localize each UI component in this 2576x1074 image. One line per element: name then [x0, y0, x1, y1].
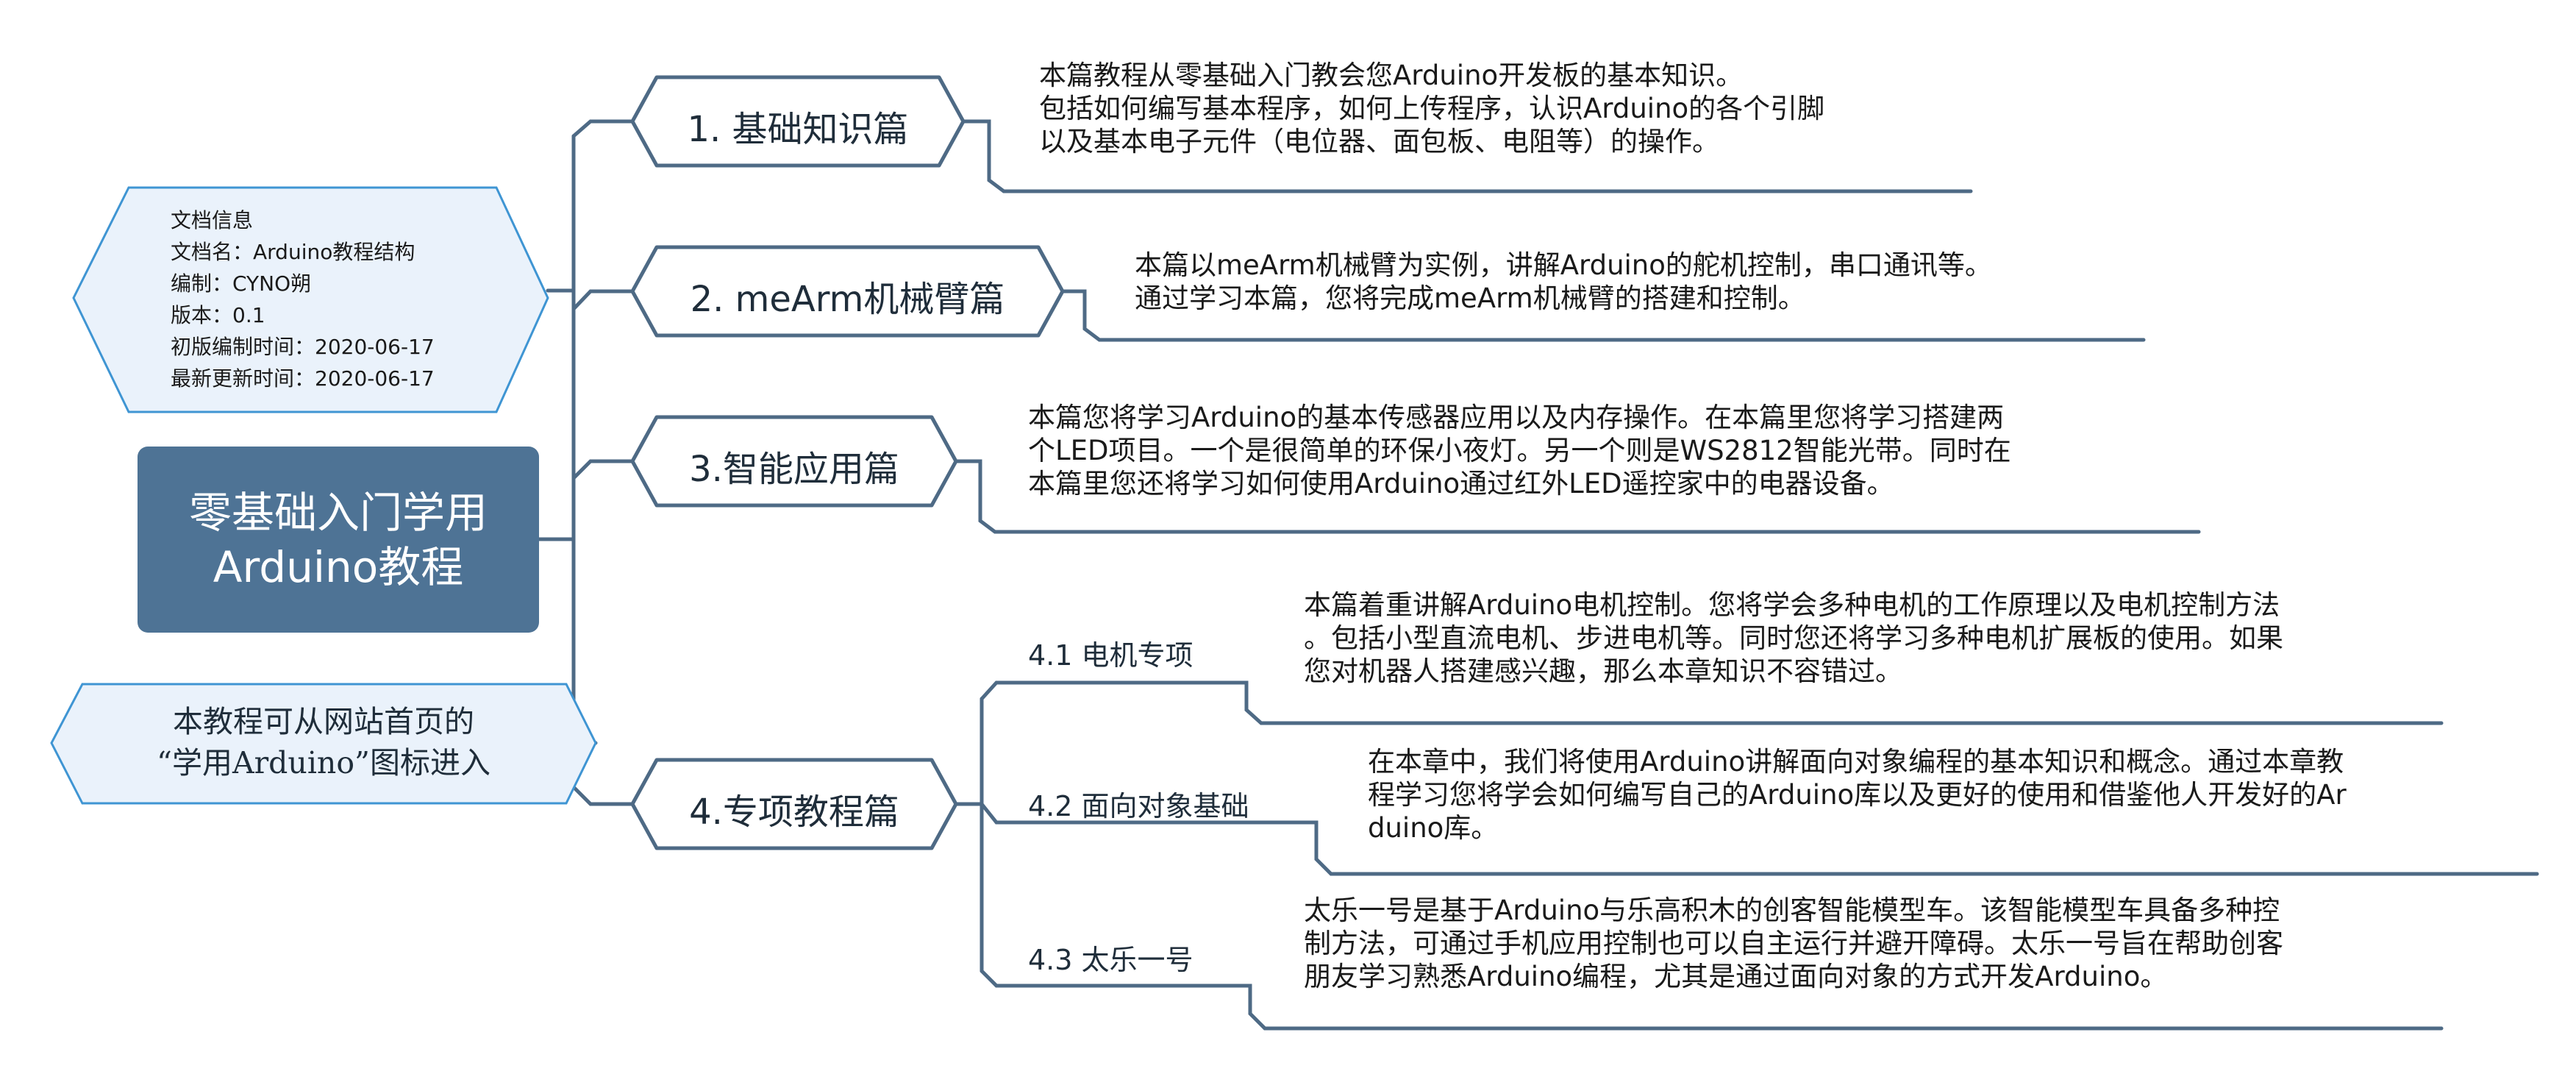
sub-3-desc-line-3: 朋友学习熟悉Arduino编程，尤其是通过面向对象的方式开发Arduino。	[1304, 961, 2168, 992]
note-box-shape	[50, 683, 597, 805]
root-title-line-1: 零基础入门学用	[188, 487, 488, 538]
info-box-shape	[72, 186, 549, 413]
sub-2-line	[980, 802, 2539, 876]
sub-2-desc-line-1: 在本章中，我们将使用Arduino讲解面向对象编程的基本知识和概念。通过本章教	[1368, 746, 2344, 778]
info-heading: 文档信息	[171, 208, 254, 232]
branch-4-label: 4.专项教程篇	[689, 792, 899, 833]
note-line-2: “学用Arduino”图标进入	[157, 745, 490, 780]
sub-1-description: 本篇着重讲解Arduino电机控制。您将学会多种电机的工作原理以及电机控制方法 …	[1304, 588, 2283, 688]
sub-1-desc-line-1: 本篇着重讲解Arduino电机控制。您将学会多种电机的工作原理以及电机控制方法	[1304, 589, 2280, 621]
branch-1-desc-line	[961, 119, 1973, 193]
root-title-line-2: Arduino教程	[213, 541, 464, 592]
branch-1-connector	[571, 119, 635, 138]
branch-3-label: 3.智能应用篇	[689, 449, 899, 490]
branch-2-connector	[571, 289, 635, 311]
branch-2-desc-line-2: 通过学习本篇，您将完成meArm机械臂的搭建和控制。	[1135, 282, 1805, 314]
branch-3-shape	[630, 415, 958, 508]
branch-2-label: 2. meArm机械臂篇	[690, 279, 1005, 320]
branch-2-description: 本篇以meArm机械臂为实例，讲解Arduino的舵机控制，串口通讯等。 通过学…	[1135, 249, 1992, 315]
info-author: 编制：CYNO朔	[171, 271, 312, 296]
branch-2-shape	[630, 245, 1065, 338]
sub-2-desc-line-2: 程学习您将学会如何编写自己的Arduino库以及更好的使用和借鉴他人开发好的Ar	[1368, 779, 2347, 811]
note-text: 本教程可从网站首页的 “学用Arduino”图标进入	[103, 701, 544, 783]
info-doc-name: 文档名：Arduino教程结构	[171, 240, 415, 264]
branch-4-connector	[571, 785, 635, 806]
sub-2-description: 在本章中，我们将使用Arduino讲解面向对象编程的基本知识和概念。通过本章教 …	[1368, 745, 2347, 844]
branch-1-label: 1. 基础知识篇	[687, 109, 909, 150]
branch-3-desc-line-1: 本篇您将学习Arduino的基本传感器应用以及内存操作。在本篇里您将学习搭建两	[1028, 402, 2005, 433]
sub-1-line	[980, 680, 2444, 725]
branch-1-shape	[630, 75, 966, 168]
branch-3-desc-line-3: 本篇里您还将学习如何使用Arduino通过红外LED遥控家中的电器设备。	[1028, 468, 1894, 499]
sub-3-label: 4.3 太乐一号	[1028, 944, 1194, 976]
branch-3-desc-line-2: 个LED项目。一个是很简单的环保小夜灯。另一个则是WS2812智能光带。同时在	[1028, 435, 2011, 466]
branch-3-desc-line	[954, 459, 2201, 534]
branch-2-desc-line	[1060, 289, 2146, 342]
sub-3-line	[980, 969, 2444, 1031]
root-topic: 零基础入门学用 Arduino教程	[138, 447, 539, 633]
sub-1-desc-line-2: 。包括小型直流电机、步进电机等。同时您还将学习多种电机扩展板的使用。如果	[1304, 622, 2283, 654]
info-first-date: 初版编制时间：2020-06-17	[171, 335, 435, 359]
branch-1-description: 本篇教程从零基础入门教会您Arduino开发板的基本知识。 包括如何编写基本程序…	[1039, 59, 1824, 158]
branch-3-description: 本篇您将学习Arduino的基本传感器应用以及内存操作。在本篇里您将学习搭建两 …	[1028, 401, 2011, 500]
sub-2-label: 4.2 面向对象基础	[1028, 790, 1249, 822]
document-info: 文档信息 文档名：Arduino教程结构 编制：CYNO朔 版本：0.1 初版编…	[171, 205, 435, 394]
sub-1-desc-line-3: 您对机器人搭建感兴趣，那么本章知识不容错过。	[1304, 655, 1902, 687]
branch-3-connector	[571, 459, 635, 480]
note-line-1: 本教程可从网站首页的	[173, 704, 474, 739]
info-version: 版本：0.1	[171, 303, 265, 327]
sub-2-desc-line-3: duino库。	[1368, 812, 1499, 844]
branch-1-desc-line-1: 本篇教程从零基础入门教会您Arduino开发板的基本知识。	[1039, 60, 1744, 91]
sub-3-description: 太乐一号是基于Arduino与乐高积木的创客智能模型车。该智能模型车具备多种控 …	[1304, 894, 2283, 993]
sub-3-desc-line-1: 太乐一号是基于Arduino与乐高积木的创客智能模型车。该智能模型车具备多种控	[1304, 895, 2280, 926]
branch-1-desc-line-3: 以及基本电子元件（电位器、面包板、电阻等）的操作。	[1039, 126, 1719, 157]
branch-1-desc-line-2: 包括如何编写基本程序，如何上传程序，认识Arduino的各个引脚	[1039, 93, 1825, 124]
branch-4-shape	[630, 758, 958, 850]
sub-3-desc-line-2: 制方法，可通过手机应用控制也可以自主运行并避开障碍。太乐一号旨在帮助创客	[1304, 928, 2283, 959]
info-update-date: 最新更新时间：2020-06-17	[171, 366, 435, 391]
sub-1-label: 4.1 电机专项	[1028, 639, 1194, 672]
branch-2-desc-line-1: 本篇以meArm机械臂为实例，讲解Arduino的舵机控制，串口通讯等。	[1135, 249, 1992, 281]
